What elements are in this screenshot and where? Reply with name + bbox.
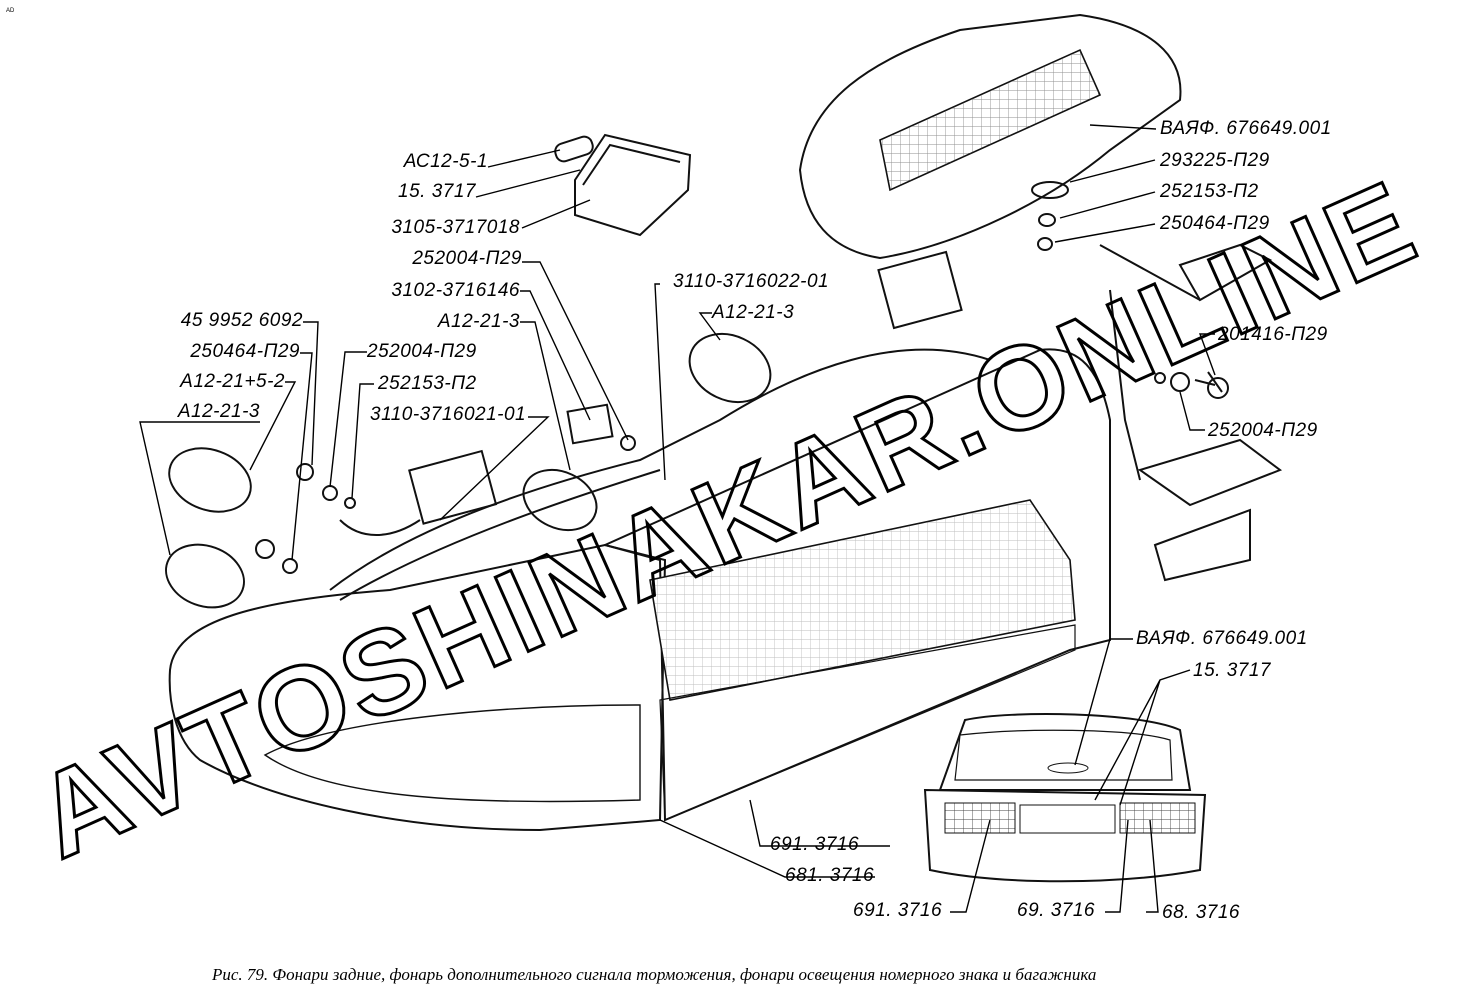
label-250464-p29-b: 250464-П29: [1159, 213, 1270, 234]
label-69-3716: 69. 3716: [1017, 900, 1095, 921]
corner-mark: AD: [6, 8, 15, 14]
label-201416-p29: 201416-П29: [1217, 324, 1328, 345]
label-691-3716-b: 691. 3716: [853, 900, 942, 921]
car-rear-drawing: [923, 713, 1207, 883]
rear-light-outer-drawing: [168, 543, 667, 832]
bracket-drawing: [1031, 181, 1283, 582]
label-15-3717-bottom: 15. 3717: [1193, 660, 1272, 681]
label-293225-p29: 293225-П29: [1159, 150, 1270, 171]
label-a12-21-3-a: А12-21-3: [437, 311, 520, 332]
label-3105-3717018: 3105-3717018: [391, 217, 520, 238]
label-3110-3716021-01: 3110-3716021-01: [370, 404, 526, 425]
plate-lamp-drawing: [554, 133, 692, 237]
label-250464-p29-a: 250464-П29: [189, 341, 300, 362]
label-68-3716: 68. 3716: [1162, 902, 1240, 923]
brake-light-drawing: [798, 13, 1182, 260]
label-vayaf-top: ВАЯФ. 676649.001: [1160, 118, 1332, 139]
label-252153-p2-a: 252153-П2: [377, 373, 477, 394]
label-3102-3716146: 3102-3716146: [391, 280, 520, 301]
label-45-9952-6092: 45 9952 6092: [181, 310, 303, 331]
label-3110-3716022-01: 3110-3716022-01: [673, 271, 829, 292]
label-a12-21-3-b: А12-21-3: [711, 302, 794, 323]
label-252004-p29-c: 252004-П29: [1207, 420, 1318, 441]
label-ac12-5-1: АС12-5-1: [403, 151, 488, 172]
label-15-3717-top: 15. 3717: [398, 181, 477, 202]
label-252004-p29-a: 252004-П29: [411, 248, 522, 269]
label-a12-21-5-2: А12-21+5-2: [179, 371, 285, 392]
label-252153-p2-b: 252153-П2: [1159, 181, 1259, 202]
label-681-3716: 681. 3716: [785, 865, 874, 886]
label-252004-p29-b: 252004-П29: [366, 341, 477, 362]
label-a12-21-3-c: А12-21-3: [177, 401, 260, 422]
label-vayaf-bottom: ВАЯФ. 676649.001: [1136, 628, 1308, 649]
socket-drawing: [329, 250, 991, 601]
figure-caption: Рис. 79. Фонари задние, фонарь дополните…: [211, 965, 1096, 984]
leader-lines: [139, 124, 1216, 913]
rear-light-inner-drawing: [602, 348, 1111, 822]
label-691-3716-a: 691. 3716: [770, 834, 859, 855]
